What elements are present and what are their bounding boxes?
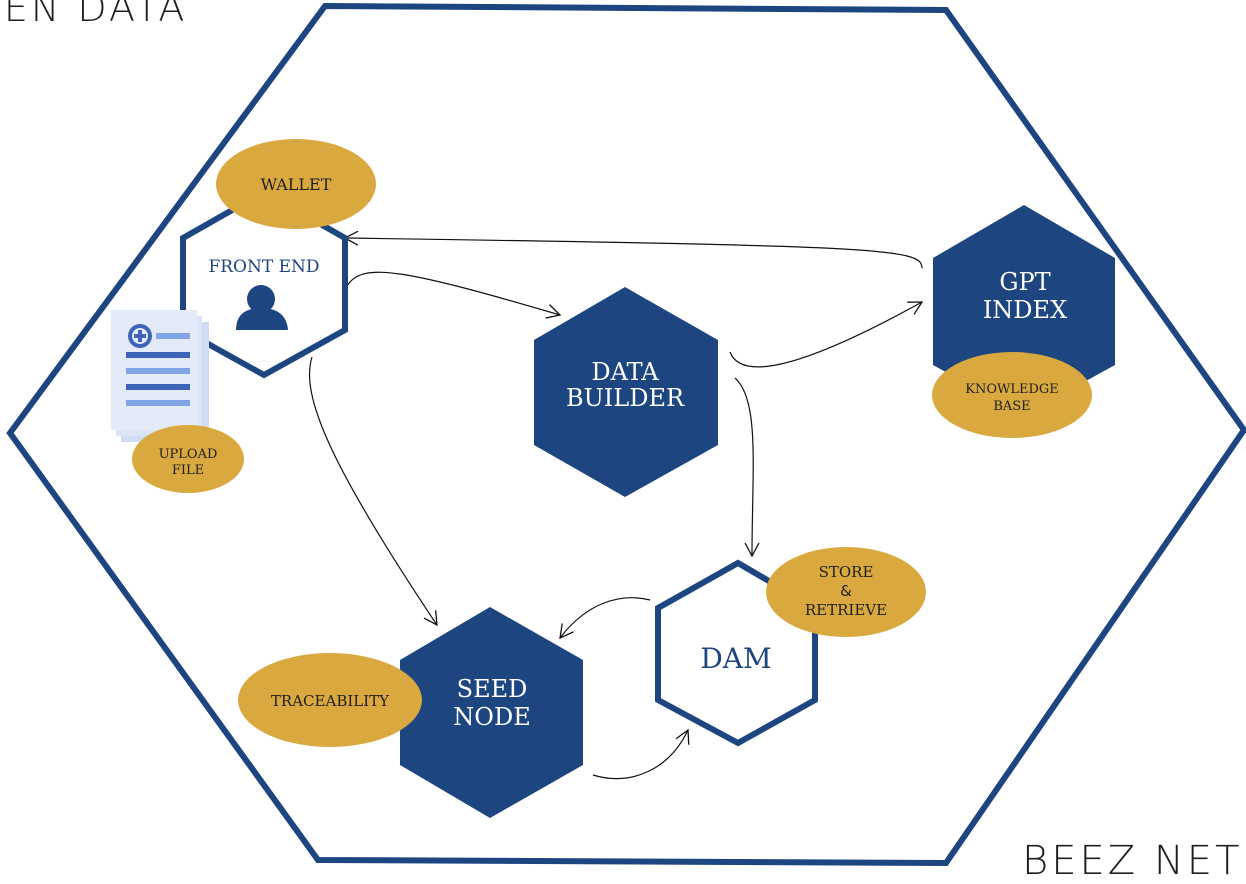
arrow-frontend-to-seednode bbox=[309, 356, 438, 627]
traceability-label: TRACEABILITY bbox=[271, 692, 390, 710]
front-end-node: FRONT END bbox=[180, 188, 348, 379]
outer-hexagon-frame bbox=[6, 2, 1246, 867]
upload-file-label-line2: FILE bbox=[172, 463, 204, 478]
dam-label: DAM bbox=[700, 642, 771, 675]
arrow-dam-to-seednode bbox=[559, 597, 651, 640]
arrow-databuilder-to-gpt bbox=[729, 301, 924, 368]
store-retrieve-label-line1: STORE bbox=[819, 563, 874, 581]
front-end-hexagon bbox=[180, 188, 348, 379]
front-end-label: FRONT END bbox=[208, 257, 319, 277]
arrow-seednode-to-dam bbox=[592, 728, 690, 780]
knowledge-base-label-line1: KNOWLEDGE bbox=[965, 382, 1059, 397]
data-builder-node: DATA BUILDER bbox=[534, 287, 718, 497]
gpt-index-label-line1: GPT bbox=[999, 268, 1050, 296]
store-retrieve-label-line2: & bbox=[840, 582, 852, 600]
store-retrieve-badge: STORE & RETRIEVE bbox=[766, 547, 926, 637]
upload-file-label-line1: UPLOAD bbox=[159, 447, 218, 462]
document-icon bbox=[111, 310, 209, 442]
store-retrieve-label-line3: RETRIEVE bbox=[805, 601, 887, 619]
user-icon bbox=[236, 285, 288, 330]
seed-node-node: SEED NODE bbox=[400, 607, 583, 818]
seed-node-label-line2: NODE bbox=[453, 703, 530, 731]
seed-node-hexagon bbox=[400, 607, 583, 818]
corner-title-top-left: PEN DATA bbox=[0, 0, 188, 30]
data-builder-label-line1: DATA bbox=[591, 358, 659, 386]
traceability-badge: TRACEABILITY bbox=[238, 653, 422, 747]
data-builder-label-line2: BUILDER bbox=[566, 384, 685, 412]
arrow-frontend-to-databuilder bbox=[346, 271, 562, 319]
wallet-badge: WALLET bbox=[216, 139, 376, 229]
knowledge-base-label-line2: BASE bbox=[993, 399, 1030, 414]
arrow-gpt-to-frontend bbox=[343, 230, 923, 269]
knowledge-base-badge: KNOWLEDGE BASE bbox=[932, 352, 1092, 438]
seed-node-label-line1: SEED bbox=[457, 675, 528, 703]
arrow-databuilder-to-dam bbox=[734, 377, 760, 558]
wallet-label: WALLET bbox=[261, 175, 332, 194]
data-builder-hexagon bbox=[534, 287, 718, 497]
upload-file-badge: UPLOAD FILE bbox=[132, 425, 244, 493]
gpt-index-label-line2: INDEX bbox=[983, 296, 1067, 324]
